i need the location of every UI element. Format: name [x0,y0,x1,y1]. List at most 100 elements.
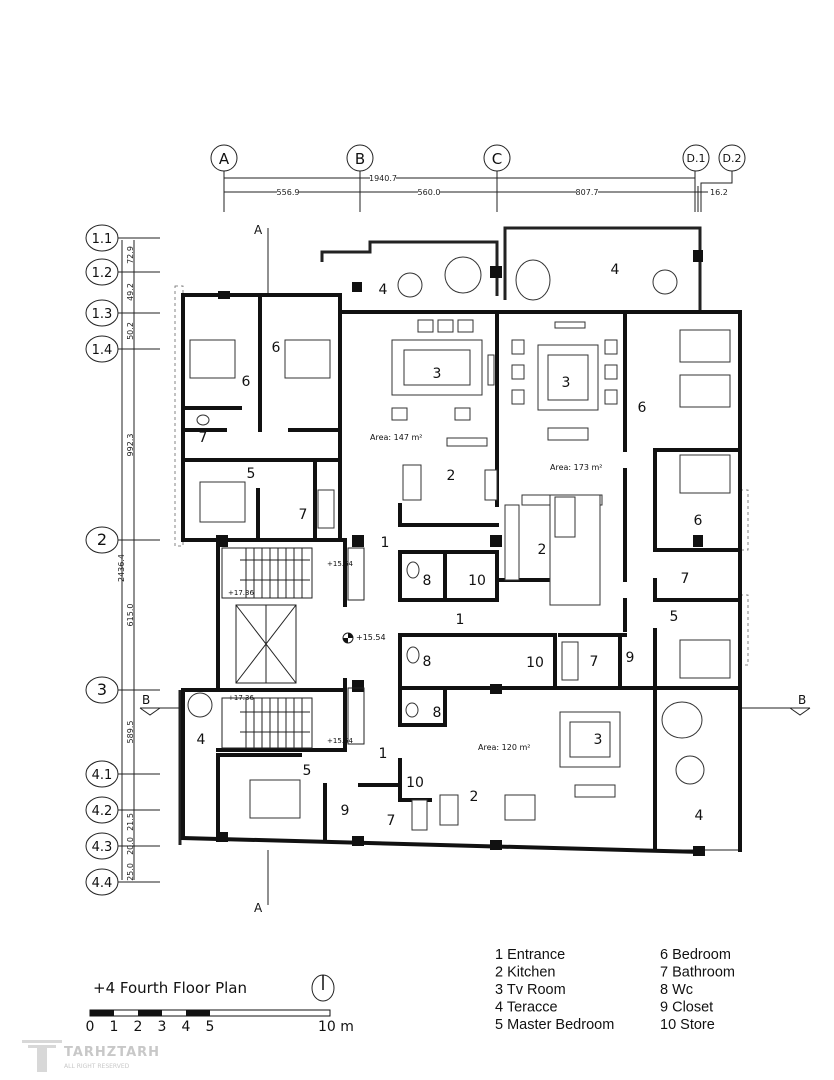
grid-axis-4-4: 4.4 [92,876,113,891]
room-tag: 5 [303,763,312,779]
room-tag: 4 [695,808,704,824]
scale-tick-label: 4 [182,1019,191,1035]
room-tag: 6 [694,513,703,529]
room-tag: 8 [423,654,432,670]
level-stair-lower: +15.54 [327,737,353,745]
scale-tick-label: 2 [134,1019,143,1035]
room-tag: 10 [406,775,424,791]
legend-item: 9 Closet [660,1000,713,1016]
scale-tick-label: 3 [158,1019,167,1035]
dim-left-span: 25.0 [126,863,135,881]
room-tag: 8 [433,705,442,721]
grid-axis-4-3: 4.3 [92,840,113,855]
dim-left-span: 72.9 [126,246,135,264]
scale-tick-label: 1 [110,1019,119,1035]
grid-axis-3: 3 [97,680,107,699]
level-stair-upper-b: +17.36 [228,589,254,597]
dim-d1-d2: 16.2 [710,188,728,197]
level-main: +15.54 [356,633,386,642]
room-tag: 9 [341,803,350,819]
room-tag: 8 [423,573,432,589]
grid-axis-1-2: 1.2 [92,266,113,281]
legend-item: 10 Store [660,1017,715,1033]
drawing-title: +4 Fourth Floor Plan [93,979,247,997]
room-tag: 5 [247,466,256,482]
room-tag: 7 [590,654,599,670]
furniture [187,256,731,831]
area-label-unit-1: Area: 147 m² [370,433,422,442]
dim-left-span: 20.0 [126,837,135,855]
room-tag: 7 [299,507,308,523]
room-tag: 2 [538,542,547,558]
grid-axis-c: C [492,150,502,168]
legend-item: 8 Wc [660,982,693,998]
grid-axis-1-1: 1.1 [92,232,113,247]
grid-axis-4-1: 4.1 [92,768,113,783]
structural-columns [216,250,705,856]
watermark-name: TARHZTARH [64,1045,160,1060]
level-markers: +15.54 +15.54 +15.54 +17.36 +17.36 [228,560,386,745]
level-stair-upper: +15.54 [327,560,353,568]
legend-item: 4 Teracce [495,1000,558,1016]
section-a-bottom: A [254,901,263,915]
room-tag: 7 [387,813,396,829]
room-tag: 4 [611,262,620,278]
legend-item: 2 Kitchen [495,965,555,981]
scale-tick-label: 0 [86,1019,95,1035]
grid-axis-2: 2 [97,530,107,549]
watermark-sub: ALL RIGHT RESERVED [64,1063,130,1070]
room-tag: 2 [447,468,456,484]
walls [180,293,742,855]
section-markers: A A B B [139,223,811,915]
dim-left-span: 50.2 [126,322,135,340]
room-tag: 6 [272,340,281,356]
dim-left-span: 21.5 [126,813,135,831]
top-grid-axes: A B C D.1 D.2 1940.7 556.9 560.0 807.7 1… [210,144,746,212]
room-tag: 3 [594,732,603,748]
room-tag: 3 [562,375,571,391]
grid-axis-4-2: 4.2 [92,804,113,819]
room-tag: 1 [456,612,465,628]
scale-tick-label: 5 [206,1019,215,1035]
dim-b-c: 560.0 [418,188,441,197]
room-tag: 1 [379,746,388,762]
dim-left-span: 992.3 [126,434,135,457]
area-label-unit-2: Area: 173 m² [550,463,602,472]
stair-core [221,547,365,749]
dim-left-span: 49.2 [126,283,135,301]
grid-axis-1-4: 1.4 [92,343,113,358]
legend-item: 5 Master Bedroom [495,1017,614,1033]
grid-axis-a: A [219,150,230,168]
scale-end-label: 10 m [318,1019,354,1035]
dim-c-d1: 807.7 [576,188,599,197]
room-tag: 3 [433,366,442,382]
room-tag: 6 [242,374,251,390]
north-arrow-icon [311,974,335,1002]
section-a-top: A [254,223,263,237]
room-tag: 7 [199,430,208,446]
room-tag: 2 [470,789,479,805]
dim-left-span: 589.5 [126,721,135,744]
grid-axis-d2: D.2 [723,152,742,165]
room-tag: 5 [670,609,679,625]
room-tag: 7 [681,571,690,587]
area-label-unit-3: Area: 120 m² [478,743,530,752]
dim-left-span: 615.0 [126,604,135,627]
dim-overall-top: 1940.7 [369,174,397,183]
room-tag: 4 [197,732,206,748]
watermark-logo: TARHZTARH ALL RIGHT RESERVED [22,1040,160,1072]
legend-item: 6 Bedroom [660,947,731,963]
room-tag: 9 [626,650,635,666]
legend-item: 1 Entrance [495,947,565,963]
grid-axis-b: B [355,150,365,168]
grid-axis-d1: D.1 [687,152,706,165]
room-tag: 10 [526,655,544,671]
legend-item: 7 Bathroom [660,965,735,981]
room-tag: 6 [638,400,647,416]
dim-overall-left: 2436.4 [117,554,126,582]
room-tag: 10 [468,573,486,589]
